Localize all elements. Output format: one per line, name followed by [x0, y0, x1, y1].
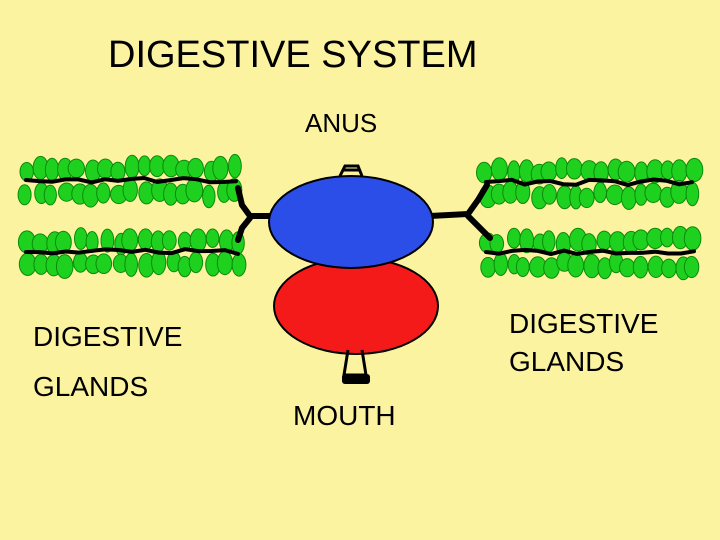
right-glands-label-line2: GLANDS: [509, 346, 625, 377]
right-glands-label-line1: DIGESTIVE: [509, 308, 659, 339]
left-glands-label-line2: GLANDS: [33, 371, 149, 402]
anus-label: ANUS: [305, 108, 378, 138]
gland-cluster-left-upper: [17, 153, 243, 209]
left-glands-label-line1: DIGESTIVE: [33, 321, 183, 352]
left-gland-duct: [235, 185, 275, 243]
mouth-label: MOUTH: [293, 400, 396, 431]
lower-chamber: [273, 257, 439, 355]
page-title: DIGESTIVE SYSTEM: [108, 34, 478, 76]
gland-cluster-right-lower: [478, 225, 702, 281]
right-gland-duct: [427, 182, 493, 241]
gland-cluster-left-lower: [17, 227, 247, 279]
gland-cluster-right-upper: [476, 157, 704, 211]
anus-opening: [338, 164, 364, 177]
mouth-opening: [342, 349, 370, 384]
upper-chamber: [268, 175, 434, 269]
